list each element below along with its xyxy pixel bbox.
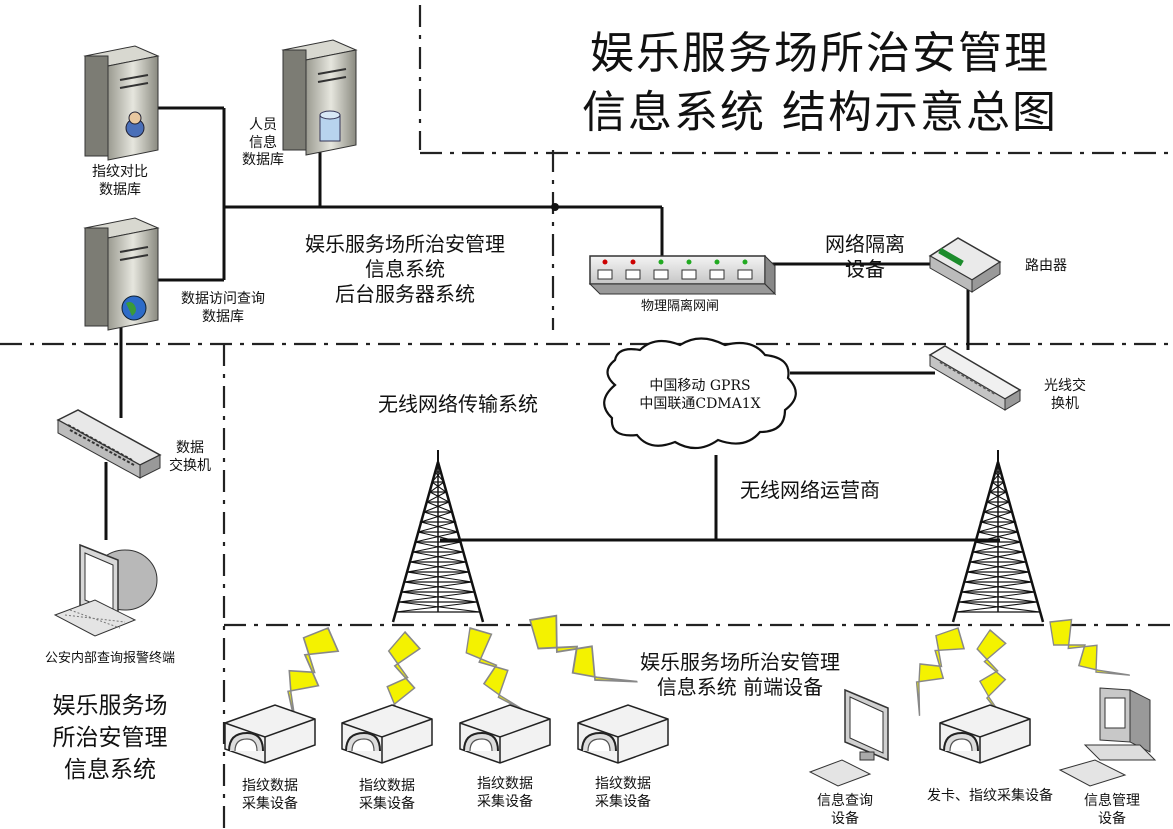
- fingerprint-collector-icon: [577, 704, 669, 764]
- fingerprint-collector-icon: [459, 704, 551, 764]
- data-switch-label: 数据交换机: [169, 440, 211, 474]
- title-line-2: 信息系统 结构示意总图: [582, 87, 1058, 139]
- radio-tower-left-icon: [391, 448, 485, 624]
- card-issue-collector-icon: [939, 704, 1031, 764]
- network-links: [104, 106, 1000, 542]
- gateway-label: 物理隔离网闸: [640, 299, 719, 314]
- title-line-1: 娱乐服务场所治安管理: [590, 28, 1050, 79]
- collector-label: 指纹数据采集设备: [595, 776, 651, 810]
- police-system-label: 娱乐服务场所治安管理信息系统: [52, 693, 168, 784]
- fingerprint-collector-icon: [341, 704, 433, 764]
- fingerprint-collector-icon: [224, 704, 316, 764]
- separator-lines: [0, 5, 1173, 829]
- collector-label: 指纹数据采集设备: [359, 778, 415, 812]
- wireless-system-label: 无线网络传输系统: [378, 392, 538, 416]
- info-mgmt-label: 信息管理设备: [1084, 793, 1140, 827]
- fingerprint-db-server-icon: [83, 45, 160, 161]
- radio-tower-right-icon: [951, 448, 1045, 624]
- carrier-cloud-icon: [603, 337, 797, 450]
- card-issue-label: 发卡、指纹采集设备: [927, 788, 1053, 804]
- police-terminal-label: 公安内部查询报警终端: [44, 651, 175, 666]
- collector-label: 指纹数据采集设备: [477, 776, 533, 810]
- fingerprint-db-label: 指纹对比数据库: [92, 164, 148, 198]
- data-switch-icon: [56, 409, 162, 479]
- router-icon: [928, 237, 1002, 293]
- diagram-title: 娱乐服务场所治安管理 信息系统 结构示意总图: [550, 24, 1090, 143]
- personnel-db-label: 人员信息数据库: [242, 117, 284, 168]
- operator-label: 无线网络运营商: [740, 478, 880, 502]
- personnel-db-server-icon: [281, 39, 358, 156]
- query-db-label: 数据访问查询数据库: [181, 291, 265, 325]
- fiber-switch-icon: [928, 345, 1022, 411]
- info-query-terminal-icon: [808, 688, 889, 787]
- frontend-label: 娱乐服务场所治安管理信息系统 前端设备: [640, 650, 840, 699]
- isolation-device-label: 网络隔离设备: [825, 232, 905, 281]
- query-db-server-icon: [83, 217, 160, 331]
- police-terminal-icon: [53, 543, 158, 637]
- gateway-device-icon: [588, 254, 777, 296]
- collector-label: 指纹数据采集设备: [242, 778, 298, 812]
- fiber-switch-label: 光线交换机: [1044, 378, 1086, 412]
- info-mgmt-pc-icon: [1058, 687, 1157, 787]
- info-query-label: 信息查询设备: [817, 793, 873, 827]
- router-label: 路由器: [1025, 258, 1067, 274]
- backend-system-label: 娱乐服务场所治安管理信息系统后台服务器系统: [305, 232, 505, 306]
